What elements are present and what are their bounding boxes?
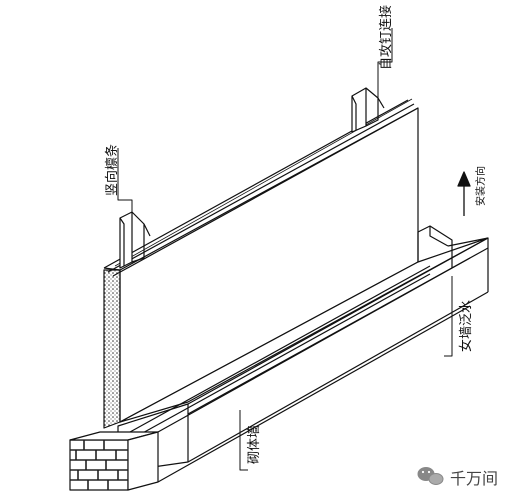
label-self-tapping-screw: 自攻钉连接 (378, 5, 394, 70)
label-wall-flashing: 女墙泛水 (458, 300, 474, 352)
vertical-purlin-left (119, 211, 151, 269)
watermark-text: 千万间 (450, 469, 498, 488)
vertical-purlin-right (351, 87, 385, 133)
masonry-wall (69, 257, 471, 491)
watermark: 千万间 (417, 467, 498, 488)
wechat-icon (417, 467, 444, 485)
label-vertical-purlin: 竖向檩条 (104, 144, 120, 196)
leader-lines (117, 28, 453, 471)
install-direction-arrow (457, 171, 471, 216)
brick-pattern (70, 440, 128, 490)
label-install-direction: 安装方向 (474, 166, 487, 206)
label-masonry-wall: 砌体墙 (247, 425, 262, 464)
wall-panel (103, 98, 419, 429)
